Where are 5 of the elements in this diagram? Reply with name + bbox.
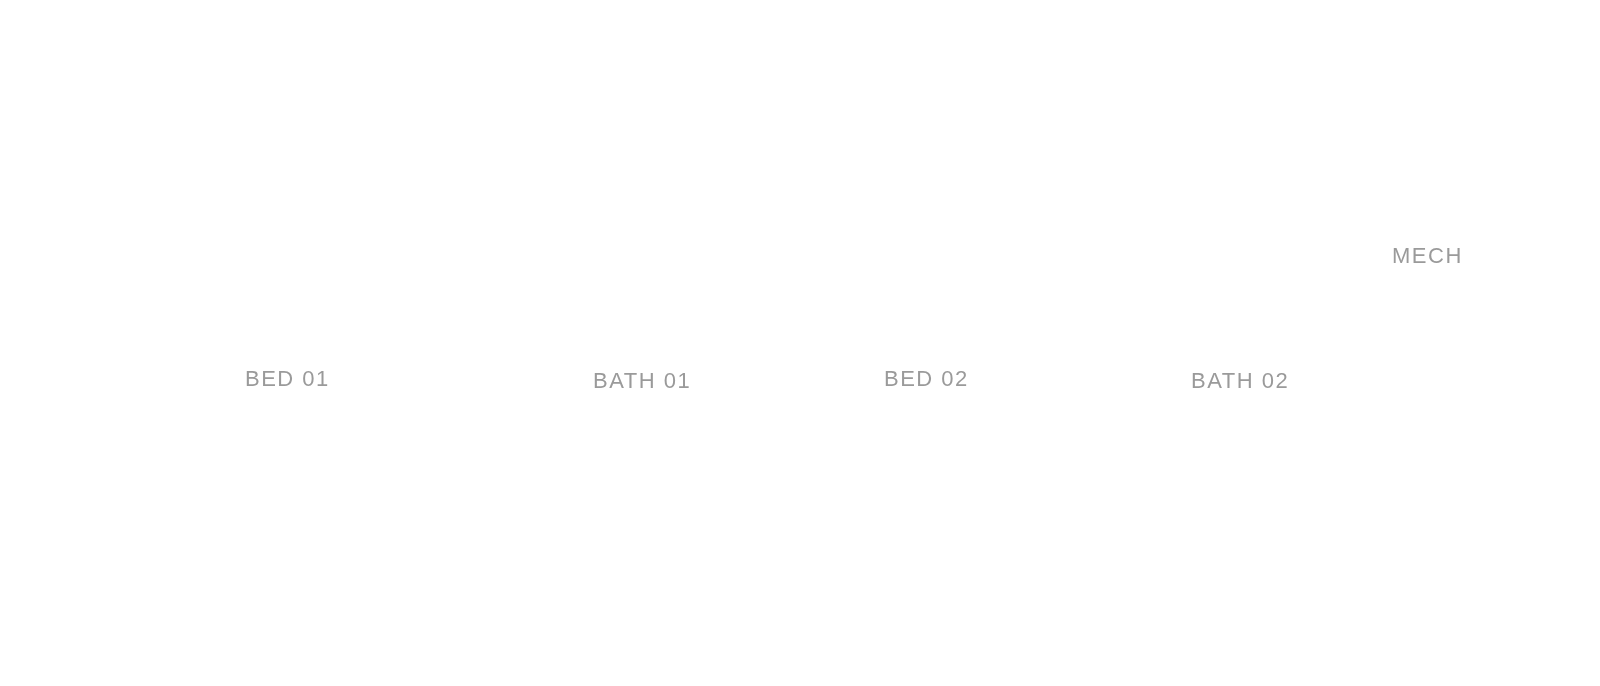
room-label: BATH 02 [1191, 370, 1290, 392]
room-label: MECH [1392, 245, 1463, 267]
room-label: BED 01 [245, 368, 330, 390]
room-label: BATH 01 [593, 370, 692, 392]
room-label: BED 02 [884, 368, 969, 390]
